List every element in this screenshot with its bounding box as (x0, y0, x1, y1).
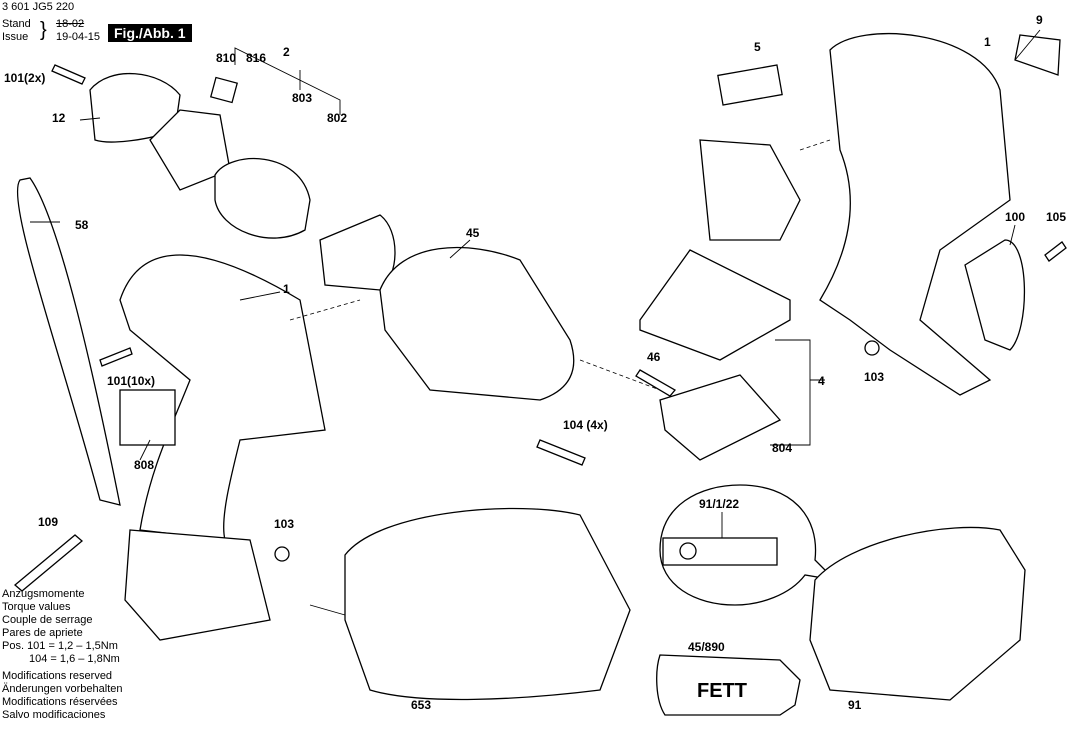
label-9: 9 (1036, 13, 1043, 27)
label-45: 45 (466, 226, 480, 240)
label-103-right: 103 (864, 370, 884, 384)
modification-line: Änderungen vorbehalten (2, 683, 123, 695)
label-804: 804 (772, 441, 792, 455)
label-810: 810 (216, 51, 236, 65)
torque-pos-104: 104 = 1,6 – 1,8Nm (29, 653, 120, 665)
charger-cable (309, 604, 346, 616)
label-hole (679, 542, 697, 560)
battery-pack-91 (809, 526, 1026, 701)
grease-tube-45-890 (656, 654, 801, 716)
bit-109 (13, 534, 84, 592)
gearbox-45 (379, 246, 575, 401)
bracket-4 (770, 339, 811, 446)
spring-46 (635, 369, 676, 397)
electronics-board-4 (639, 249, 791, 361)
label-46: 46 (647, 350, 661, 364)
label-12: 12 (52, 111, 66, 125)
label-808: 808 (134, 458, 154, 472)
label-9 (1014, 34, 1061, 76)
part-810 (209, 76, 239, 104)
label-803: 803 (292, 91, 312, 105)
label-802: 802 (327, 111, 347, 125)
assembly-line (289, 139, 831, 391)
label-1-left: 1 (283, 282, 290, 296)
label-4: 4 (818, 374, 825, 388)
label-101-2x: 101(2x) (4, 71, 45, 85)
modification-line: Modifications réservées (2, 696, 118, 708)
label-2: 2 (283, 45, 290, 59)
motor-ring-802 (319, 214, 396, 291)
label-816: 816 (246, 51, 266, 65)
modification-line: Modifications reserved (2, 670, 113, 682)
nut-103 (274, 546, 290, 562)
torque-pos-101: Pos. 101 = 1,2 – 1,5Nm (2, 640, 118, 652)
issue-label: Issue (2, 31, 29, 43)
screw-101 (51, 64, 86, 85)
label-fett: FETT (697, 680, 747, 702)
label-104-4x: 104 (4x) (563, 418, 608, 432)
label-100: 100 (1005, 210, 1025, 224)
battery-contact-804 (659, 374, 782, 461)
charger-653 (344, 507, 631, 701)
screw-105 (1044, 241, 1067, 262)
nut-103-right (864, 340, 880, 356)
label-91-1-22: 91/1/22 (699, 497, 739, 511)
leaders (30, 29, 1041, 461)
bracket-2 (234, 47, 341, 115)
document-number: 3 601 JG5 220 (2, 1, 75, 13)
label-808 (119, 389, 176, 446)
battery-foot (124, 529, 271, 641)
housing-half-right (819, 33, 1011, 396)
label-5: 5 (754, 40, 761, 54)
label-101-10x: 101(10x) (107, 374, 155, 388)
torque-line: Torque values (2, 601, 71, 613)
label-653: 653 (411, 698, 431, 712)
modification-notes: Modifications reserved Änderungen vorbeh… (2, 670, 122, 722)
stand-value: 18-02 (56, 18, 85, 30)
issue-value: 19-04-15 (56, 31, 101, 43)
figure-label: Fig./Abb. 1 (108, 24, 192, 42)
label-91: 91 (848, 698, 862, 712)
switch-unit (699, 139, 801, 241)
torque-line: Couple de serrage (2, 614, 93, 626)
belt-clip-100 (964, 239, 1026, 351)
brush-holder (149, 109, 231, 191)
label-58: 58 (75, 218, 89, 232)
motor-armature (214, 158, 311, 239)
stand-label: Stand (2, 18, 31, 30)
screw-101-10x (99, 347, 133, 367)
strap-58 (16, 177, 121, 506)
brace: } (40, 19, 47, 41)
screw-104 (536, 439, 586, 466)
label-103-left: 103 (274, 517, 294, 531)
label-1-right: 1 (984, 35, 991, 49)
switch-cover-5 (717, 64, 783, 106)
battery-label-91-1-22 (662, 537, 778, 566)
modification-line: Salvo modificaciones (2, 709, 106, 721)
torque-line: Pares de apriete (2, 627, 83, 639)
label-45-890: 45/890 (688, 640, 725, 654)
label-105: 105 (1046, 210, 1066, 224)
label-109: 109 (38, 515, 58, 529)
